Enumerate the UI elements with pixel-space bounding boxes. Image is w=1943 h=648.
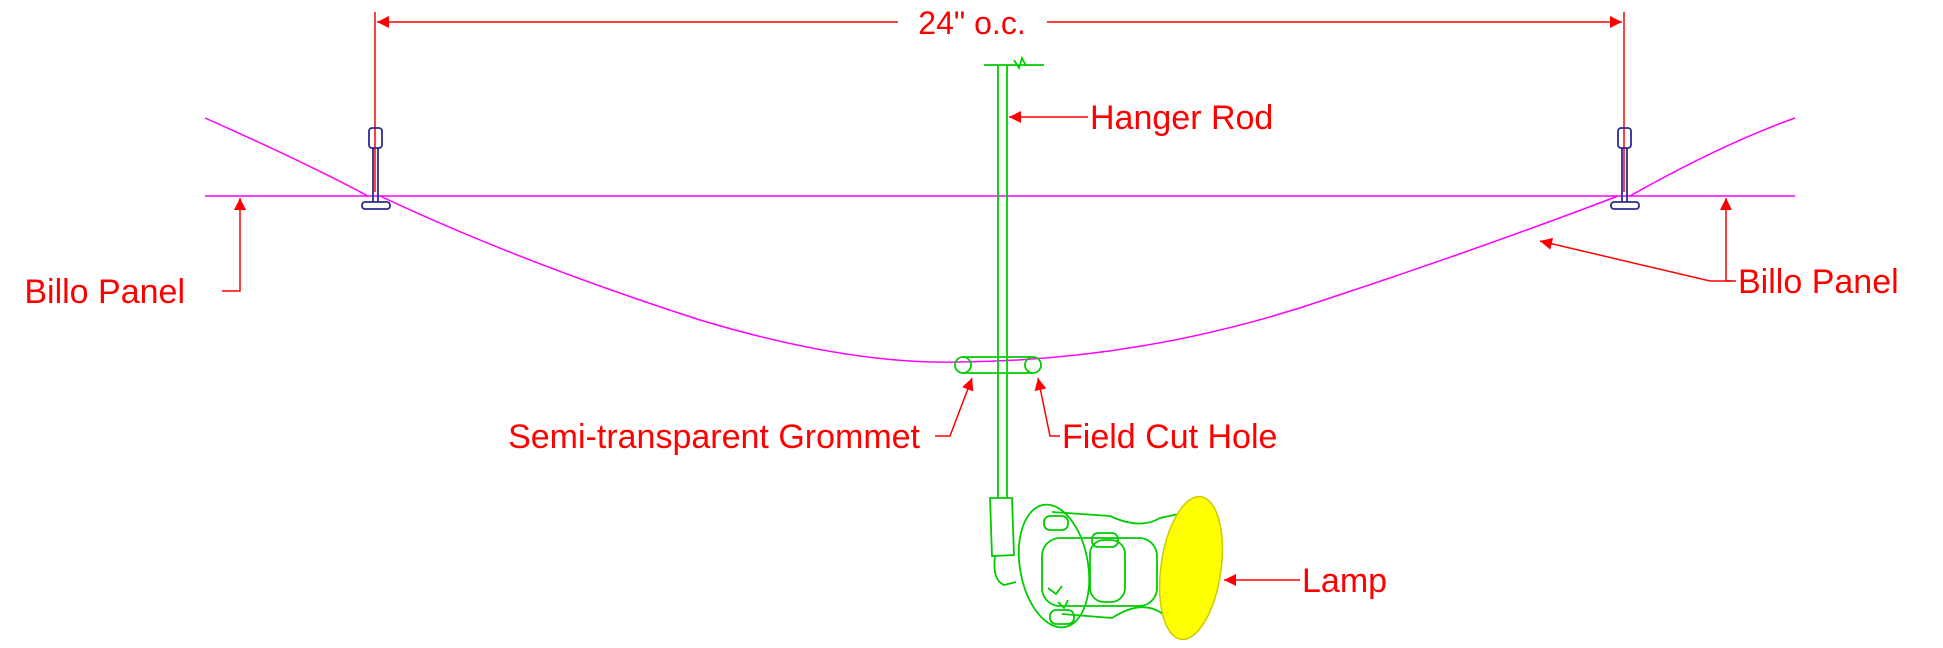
lamp-housing-top [1051,511,1189,525]
leader-billo-panel-right-ceiling [1720,198,1732,282]
lamp-bolt-top-right [1091,532,1119,548]
leader-billo-panel-right-curve [1539,237,1711,282]
field-cut-hole [1024,356,1042,374]
hanger-rod [984,55,1044,498]
billo-panel-center-curve [379,195,1619,363]
lamp-socket [1089,539,1126,603]
label-field-cut-hole: Field Cut Hole [1062,418,1277,456]
label-grommet: Semi-transparent Grommet [508,418,920,456]
lamp-swivel-joint [993,555,1017,586]
label-billo-panel-left: Billo Panel [24,273,185,311]
leader-field-cut-hole [1034,377,1060,437]
lamp-bolt-bottom [1049,609,1075,625]
lamp-lens [1158,495,1224,641]
lamp-arrow-mark [1047,585,1063,596]
label-lamp: Lamp [1302,562,1387,600]
dimension-24-oc: 24" o.c. [374,5,1625,192]
label-hanger-rod: Hanger Rod [1090,99,1273,137]
lamp-body [1041,537,1158,607]
grommet [954,356,1042,374]
billo-panel-right-outer [1629,117,1796,197]
leader-grommet [935,377,974,437]
leader-billo-panel-left [222,198,246,292]
lamp-bolt-top-left [1043,515,1069,531]
t-bar-left [361,127,391,210]
billo-panel-left-outer [204,117,369,197]
lamp-fixture [989,497,1189,635]
lamp-knuckle [989,497,1015,557]
t-bar-right [1610,127,1640,210]
grommet-left-end [954,356,972,374]
label-billo-panel-right: Billo Panel [1738,263,1899,301]
dimension-label: 24" o.c. [918,5,1025,41]
billo-panels [204,117,1796,363]
lamp-bottom-mark [1057,599,1069,610]
lamp-housing-bottom [1061,606,1189,635]
lamp-mounting-plate [1017,503,1091,629]
